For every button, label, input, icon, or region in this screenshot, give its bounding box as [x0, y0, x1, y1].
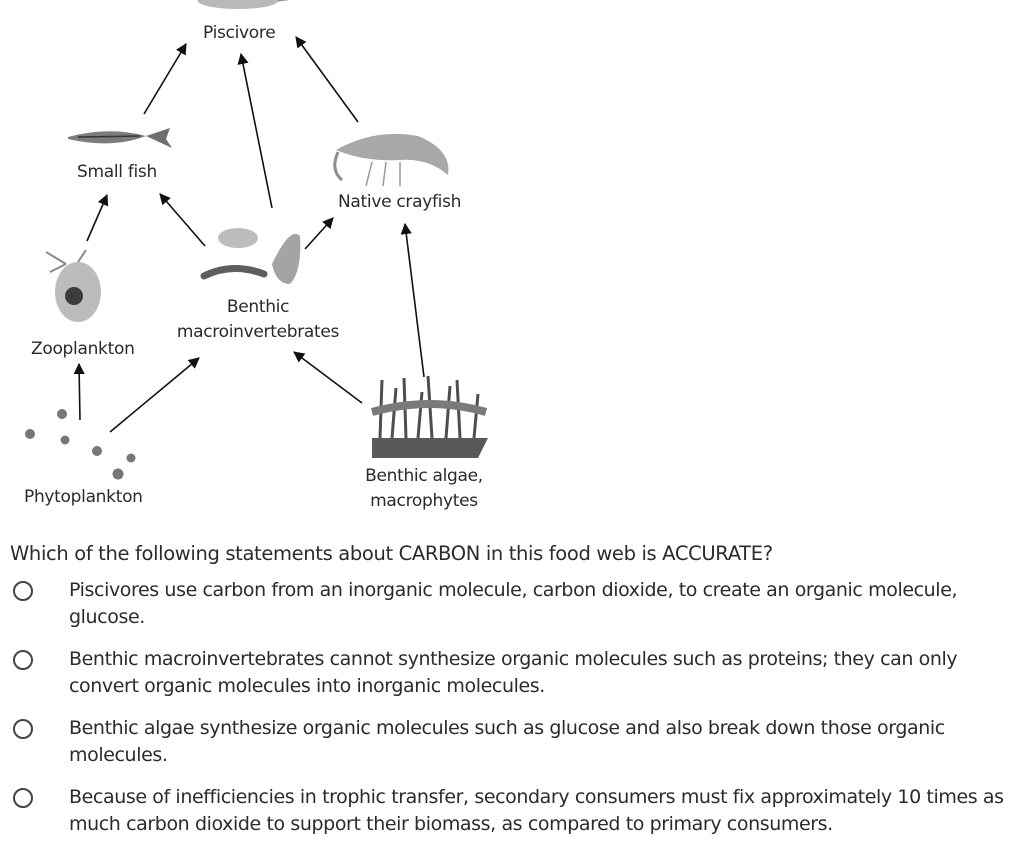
radio-button-a[interactable]	[13, 581, 33, 601]
benthic-algae-line1: Benthic algae,	[365, 466, 483, 486]
arrow-zooplankton-to-smallfish	[86, 193, 109, 242]
arrow-crayfish-to-piscivore	[295, 36, 359, 123]
question-block: Which of the following statements about …	[10, 542, 1010, 853]
macroinvertebrate-image	[200, 228, 301, 284]
option-c-line1: Benthic algae synthesize organic molecul…	[69, 717, 945, 739]
arrow-algae-to-crayfish	[400, 222, 425, 378]
answer-option-b[interactable]: Benthic macroinvertebrates cannot synthe…	[10, 646, 1010, 700]
zooplankton-label: Zooplankton	[31, 339, 135, 359]
radio-button-b[interactable]	[13, 650, 33, 670]
benthic-algae-image	[370, 375, 488, 458]
radio-button-c[interactable]	[13, 719, 33, 739]
arrow-algae-to-benthic	[293, 351, 363, 404]
answer-option-a[interactable]: Piscivores use carbon from an inorganic …	[10, 577, 1010, 631]
answer-option-d-text: Because of inefficiencies in trophic tra…	[69, 784, 1004, 838]
arrow-phyto-to-benthic	[109, 357, 200, 433]
answer-option-c-text: Benthic algae synthesize organic molecul…	[69, 715, 1004, 769]
answer-option-c[interactable]: Benthic algae synthesize organic molecul…	[10, 715, 1010, 769]
food-web-arrows	[73, 36, 425, 433]
piscivore-label: Piscivore	[203, 23, 276, 43]
benthic-macroinvertebrates-label: Benthic macroinvertebrates	[170, 295, 346, 345]
question-text: Which of the following statements about …	[10, 542, 773, 565]
small-fish-label: Small fish	[77, 162, 157, 182]
zooplankton-image	[45, 249, 101, 322]
phytoplankton-image	[25, 409, 136, 480]
piscivore-fish-image	[196, 0, 290, 9]
benthic-macro-line1: Benthic	[226, 297, 290, 317]
option-b-line1: Benthic macroinvertebrates cannot synthe…	[69, 648, 958, 670]
benthic-algae-line2: macrophytes	[370, 491, 478, 511]
food-web-graphics	[25, 0, 488, 480]
arrow-benthic-to-piscivore	[237, 52, 273, 209]
answer-option-b-text: Benthic macroinvertebrates cannot synthe…	[69, 646, 1004, 700]
option-b-line2: convert organic molecules into inorganic…	[69, 675, 545, 697]
food-web-diagram: Piscivore Small fish Native crayfish Ben…	[0, 0, 520, 520]
benthic-algae-label: Benthic algae, macrophytes	[352, 464, 496, 514]
option-a-line1: Piscivores use carbon from an inorganic …	[69, 579, 958, 601]
crayfish-image	[333, 133, 449, 187]
arrow-phyto-to-zooplankton	[73, 362, 85, 421]
radio-button-d[interactable]	[13, 788, 33, 808]
option-c-line2: molecules.	[69, 744, 168, 766]
option-d-line2: much carbon dioxide to support their bio…	[69, 813, 833, 835]
option-d-line1: Because of inefficiencies in trophic tra…	[69, 786, 1004, 808]
arrow-benthic-to-crayfish	[304, 217, 334, 250]
answer-option-a-text: Piscivores use carbon from an inorganic …	[69, 577, 1004, 631]
arrow-benthic-to-smallfish	[159, 193, 206, 247]
option-a-line2: glucose.	[69, 606, 145, 628]
phytoplankton-label: Phytoplankton	[24, 487, 143, 507]
answer-option-d[interactable]: Because of inefficiencies in trophic tra…	[10, 784, 1010, 838]
benthic-macro-line2: macroinvertebrates	[176, 322, 340, 342]
native-crayfish-label: Native crayfish	[338, 192, 462, 212]
small-fish-image	[68, 128, 172, 148]
arrow-smallfish-to-piscivore	[143, 43, 187, 115]
